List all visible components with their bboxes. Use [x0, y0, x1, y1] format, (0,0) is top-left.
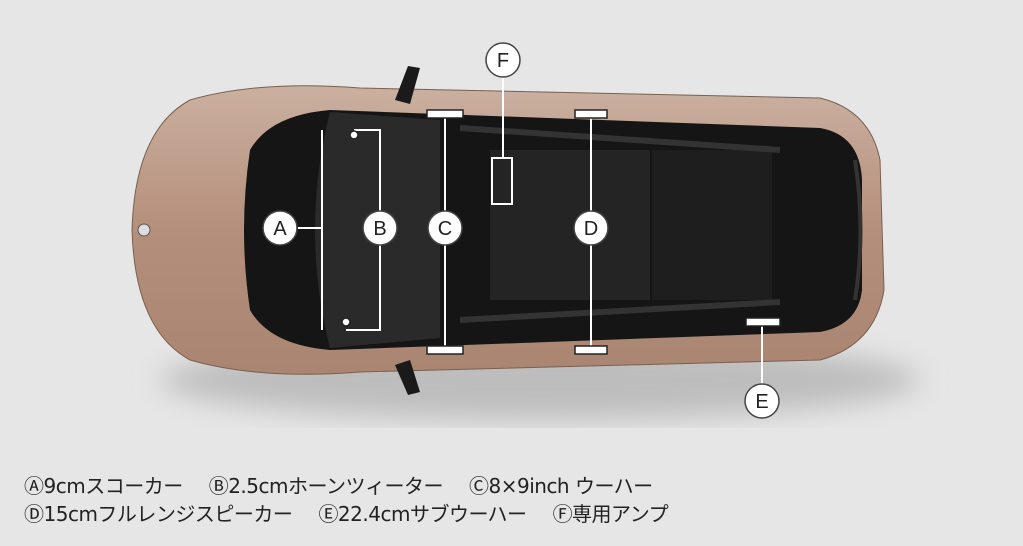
subwoofer	[745, 317, 781, 327]
marker-f: F	[485, 42, 521, 78]
woofer-front-bottom	[426, 345, 464, 355]
legend-f: Ⓕ専用アンプ	[552, 502, 669, 526]
legend-e: Ⓔ22.4cmサブウーハー	[318, 502, 527, 526]
woofer-front-top	[426, 109, 464, 119]
marker-a-label: A	[273, 218, 287, 240]
legend-b: Ⓑ2.5cmホーンツィーター	[208, 474, 444, 498]
roof-rail-top	[459, 125, 781, 153]
marker-e-label: E	[755, 391, 768, 413]
marker-f-label: F	[497, 50, 509, 72]
marker-b-label: B	[373, 218, 386, 240]
side-mirror-top	[395, 66, 420, 104]
speaker-rear-bottom	[574, 345, 608, 355]
side-mirror-bottom	[395, 360, 420, 395]
tweeter-dot-front	[349, 130, 359, 140]
legend-d: Ⓓ15cmフルレンジスピーカー	[24, 502, 293, 526]
marker-b: B	[362, 210, 398, 246]
tweeter-dot-rear	[341, 317, 351, 327]
rear-roof	[652, 150, 772, 300]
speaker-rear-top	[574, 109, 608, 119]
emblem	[137, 223, 151, 237]
legend-a: Ⓐ9cmスコーカー	[24, 474, 183, 498]
legend-c: Ⓒ8×9inch ウーハー	[469, 474, 653, 498]
legend-row-2: Ⓓ15cmフルレンジスピーカー Ⓔ22.4cmサブウーハー Ⓕ専用アンプ	[24, 498, 694, 527]
sunroof	[490, 150, 650, 300]
marker-c: C	[427, 210, 463, 246]
amp-location	[491, 157, 513, 205]
marker-d: D	[573, 210, 609, 246]
marker-c-label: C	[438, 218, 452, 240]
marker-a: A	[262, 210, 298, 246]
legend-row-1: Ⓐ9cmスコーカー Ⓑ2.5cmホーンツィーター Ⓒ8×9inch ウーハー	[24, 470, 679, 499]
roof-rail-bottom	[459, 299, 781, 323]
rear-lamp	[853, 159, 863, 301]
marker-e: E	[744, 383, 780, 419]
marker-d-label: D	[584, 218, 598, 240]
